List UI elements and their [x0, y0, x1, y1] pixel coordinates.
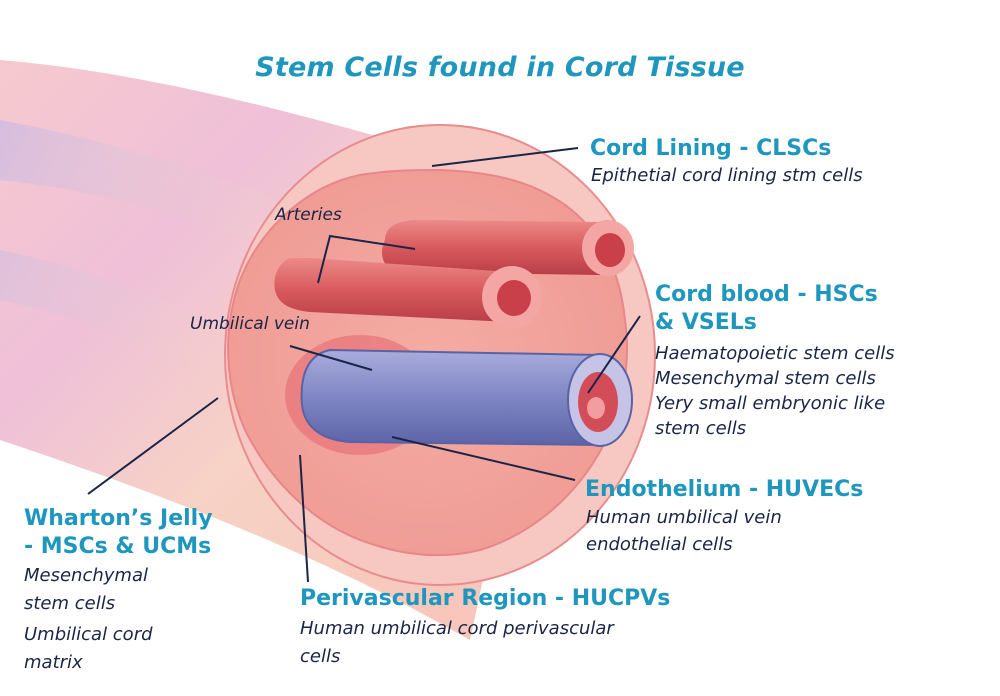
whartons-jelly-desc-2: stem cells — [24, 593, 116, 614]
whartons-jelly-desc-3: Umbilical cord — [24, 624, 153, 645]
leader-cord-lining — [431, 147, 579, 167]
endothelium-desc-1: Human umbilical vein — [586, 507, 782, 528]
endothelium-desc-2: endothelial cells — [586, 534, 733, 555]
whartons-jelly-heading-1: Wharton’s Jelly — [24, 506, 213, 531]
umbilical-vein — [300, 348, 633, 447]
cord-blood-desc-2: Mesenchymal stem cells — [655, 368, 876, 389]
whartons-jelly-heading-2: - MSCs & UCMs — [24, 534, 212, 559]
cord-lining-desc: Epithetial cord lining stm cells — [591, 165, 863, 186]
perivascular-heading: Perivascular Region - HUCPVs — [300, 586, 671, 611]
label-umbilical-vein: Umbilical vein — [190, 314, 310, 334]
artery-lower — [274, 258, 542, 328]
cord-blood-desc-4: stem cells — [655, 418, 747, 439]
endothelium-heading: Endothelium - HUVECs — [585, 477, 864, 502]
whartons-jelly-desc-4: matrix — [24, 652, 83, 673]
leader-cord-blood — [587, 315, 641, 394]
leader-arteries — [317, 234, 416, 284]
leader-perivascular — [299, 454, 309, 583]
cord-blood-heading-1: Cord blood - HSCs — [655, 282, 878, 307]
leader-whartons-jelly — [87, 397, 219, 495]
cord-blood-desc-3: Yery small embryonic like — [655, 393, 886, 414]
cord-stripes — [0, 120, 330, 390]
perivascular-desc-2: cells — [300, 646, 341, 667]
page-title: Stem Cells found in Cord Tissue — [255, 52, 745, 83]
label-arteries: Arteries — [275, 205, 342, 225]
cord-blood-heading-2: & VSELs — [655, 310, 757, 335]
whartons-jelly-desc-1: Mesenchymal — [24, 565, 148, 586]
leader-endothelium — [391, 436, 576, 481]
leader-umbilical-vein — [289, 345, 373, 371]
cord-lining-heading: Cord Lining - CLSCs — [590, 136, 832, 161]
perivascular-desc-1: Human umbilical cord perivascular — [300, 618, 614, 639]
leader-lines — [87, 147, 641, 583]
cord-blood-desc-1: Haematopoietic stem cells — [655, 343, 895, 364]
artery-upper — [382, 220, 634, 276]
